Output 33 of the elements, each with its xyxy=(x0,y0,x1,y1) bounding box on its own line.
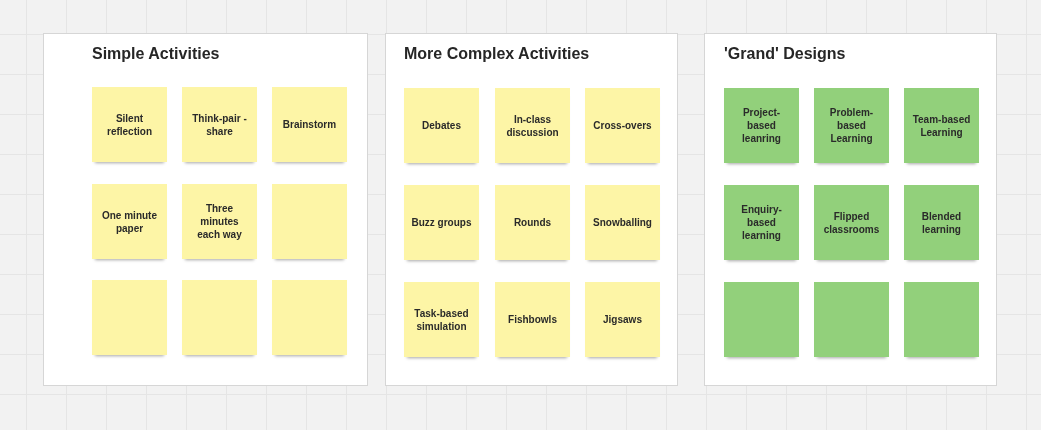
sticky-note xyxy=(724,282,799,357)
sticky-note: Flipped classrooms xyxy=(814,185,889,260)
sticky-note xyxy=(182,280,257,355)
sticky-note xyxy=(272,184,347,259)
sticky-note: Debates xyxy=(404,88,479,163)
sticky-note: Project-based leanring xyxy=(724,88,799,163)
sticky-note: Snowballing xyxy=(585,185,660,260)
sticky-note xyxy=(814,282,889,357)
sticky-note xyxy=(272,280,347,355)
sticky-note: Buzz groups xyxy=(404,185,479,260)
sticky-note: Fishbowls xyxy=(495,282,570,357)
sticky-note: Problem-based Learning xyxy=(814,88,889,163)
frame-title: Simple Activities xyxy=(92,44,220,63)
sticky-note: Think-pair - share xyxy=(182,87,257,162)
sticky-note: Blended learning xyxy=(904,185,979,260)
sticky-note: Team-based Learning xyxy=(904,88,979,163)
sticky-note: Jigsaws xyxy=(585,282,660,357)
board-frame xyxy=(43,33,368,386)
sticky-note: Cross-overs xyxy=(585,88,660,163)
sticky-note: Brainstorm xyxy=(272,87,347,162)
sticky-note: Silent reflection xyxy=(92,87,167,162)
sticky-note xyxy=(92,280,167,355)
frame-title: More Complex Activities xyxy=(404,44,590,63)
sticky-note: Three minutes each way xyxy=(182,184,257,259)
sticky-note xyxy=(904,282,979,357)
board-frame xyxy=(385,33,678,386)
sticky-note: Enquiry-based learning xyxy=(724,185,799,260)
sticky-note: Rounds xyxy=(495,185,570,260)
board-frame xyxy=(704,33,997,386)
sticky-note: One minute paper xyxy=(92,184,167,259)
sticky-note: In-class discussion xyxy=(495,88,570,163)
sticky-note: Task-based simulation xyxy=(404,282,479,357)
frame-title: 'Grand' Designs xyxy=(724,44,846,63)
